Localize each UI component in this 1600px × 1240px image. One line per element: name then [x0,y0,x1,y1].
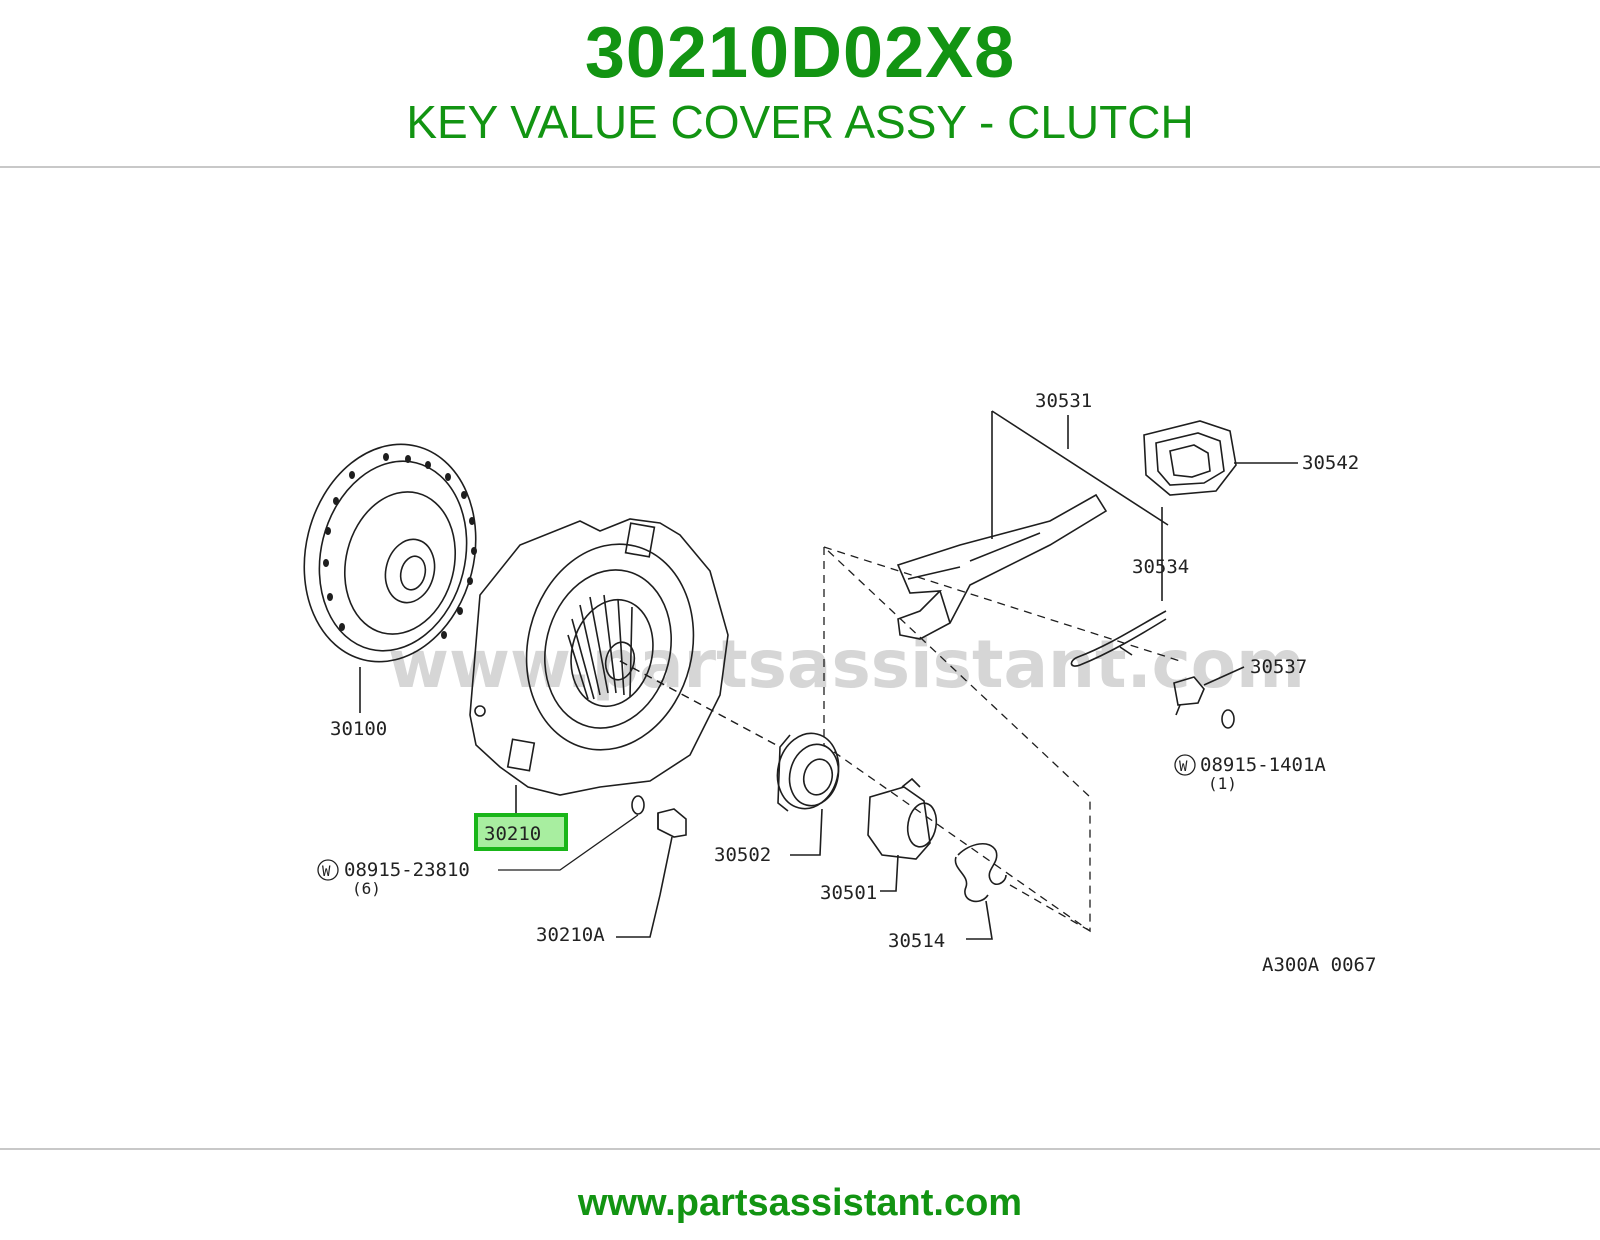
callout-30210[interactable]: 30210 [484,823,541,845]
callout-30542[interactable]: 30542 [1302,452,1359,474]
callout-30531[interactable]: 30531 [1035,390,1092,412]
footer-divider [0,1148,1600,1150]
part-description: KEY VALUE COVER ASSY - CLUTCH [406,96,1194,148]
callout-30210A[interactable]: 30210A [536,924,605,946]
callout-30100[interactable]: 30100 [330,718,387,740]
release-bearing-part[interactable] [770,727,847,856]
washer-part-right[interactable] [1221,709,1235,729]
callout-30537[interactable]: 30537 [1250,656,1307,678]
cover-bolt-part[interactable] [616,808,687,938]
washer-mark-icon [1174,754,1196,776]
header-divider [0,166,1600,168]
bearing-sleeve-part[interactable] [867,777,940,892]
clutch-disc-part[interactable] [282,426,498,713]
callout-30534[interactable]: 30534 [1132,556,1189,578]
diagram-reference-code: A300A 0067 [1262,954,1376,976]
footer-site-link[interactable]: www.partsassistant.com [577,1182,1023,1224]
highlighted-part-box[interactable] [474,813,568,851]
washer-mark-right: W [1179,759,1188,775]
washer-mark-icon [317,859,339,881]
callout-30514[interactable]: 30514 [888,930,945,952]
callout-30502[interactable]: 30502 [714,844,771,866]
page-header: 30210D02X8 KEY VALUE COVER ASSY - CLUTCH [0,0,1600,168]
parts-diagram: www.partsassistant.com [180,335,1420,1015]
callout-08915-23810-qty: (6) [352,879,381,898]
washer-mark-left: W [322,864,331,880]
part-number-title: 30210D02X8 [584,13,1016,93]
callout-08915-1401A[interactable]: 08915-1401A [1200,754,1326,776]
retainer-spring-part[interactable] [954,843,1007,940]
diagram-watermark: www.partsassistant.com [388,626,1305,703]
dust-boot-part[interactable] [1143,420,1298,496]
return-spring-part[interactable] [1070,507,1167,667]
pivot-ball-part[interactable] [1173,666,1245,716]
clutch-exploded-view: www.partsassistant.com [282,390,1376,976]
callout-08915-23810[interactable]: 08915-23810 [344,859,470,881]
callout-08915-1401A-qty: (1) [1208,774,1237,793]
clutch-cover-part[interactable] [469,518,729,813]
washer-part-left[interactable] [631,795,645,815]
callout-30501[interactable]: 30501 [820,882,877,904]
withdrawal-lever-part[interactable] [896,410,1169,640]
